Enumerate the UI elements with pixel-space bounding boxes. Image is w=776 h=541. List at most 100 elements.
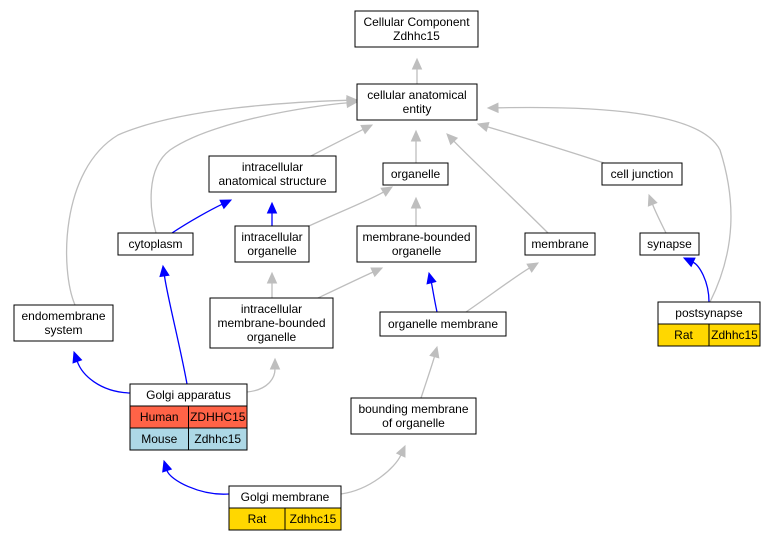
arrowhead <box>395 444 406 458</box>
node-label-line: intracellular <box>241 230 302 244</box>
arrowhead <box>410 129 422 142</box>
node-cell-junction[interactable]: cell junction <box>601 162 683 186</box>
node-label-line: Cellular Component <box>363 15 470 29</box>
node-box <box>356 225 477 263</box>
species-label: Mouse <box>141 432 177 446</box>
node-label-line: membrane-bounded <box>362 230 470 244</box>
edge-line <box>340 454 402 495</box>
edge-organelle-membrane-to-membrane-bounded-organelle <box>426 271 438 313</box>
node-label-line: postsynapse <box>675 306 743 320</box>
edge-intracellular-organelle-to-organelle <box>308 186 394 227</box>
edge-line <box>308 191 384 227</box>
node-label-line: organelle <box>392 244 442 258</box>
edge-intracellular-membrane-bounded-organelle-to-intracellular-organelle <box>266 271 278 298</box>
edge-synapse-to-cell-junction <box>647 193 667 234</box>
node-box <box>356 83 478 121</box>
edge-line <box>497 106 732 303</box>
edge-golgi-apparatus-to-endomembrane-system <box>72 350 131 394</box>
node-label-line: system <box>44 323 82 337</box>
edge-line <box>487 126 605 164</box>
edge-organelle-membrane-to-membrane <box>465 262 540 313</box>
edge-membrane-to-cellular-anatomical-entity <box>446 133 549 234</box>
node-box <box>354 10 479 48</box>
gene-label: Zdhhc15 <box>290 512 337 526</box>
node-box <box>13 304 114 342</box>
edge-golgi-membrane-to-golgi-apparatus <box>162 459 230 495</box>
edge-endomembrane-system-to-cellular-anatomical-entity <box>65 95 359 306</box>
edge-line <box>246 368 276 393</box>
node-label-line: entity <box>403 102 432 116</box>
arrowhead <box>411 57 423 70</box>
edge-intracellular-membrane-bounded-organelle-to-membrane-bounded-organelle <box>317 267 384 299</box>
node-label-line: organelle membrane <box>388 317 498 331</box>
node-box <box>524 232 596 256</box>
node-box <box>208 155 337 193</box>
node-organelle-membrane[interactable]: organelle membrane <box>379 311 507 337</box>
arrowhead <box>346 95 359 106</box>
edge-cell-junction-to-cellular-anatomical-entity <box>476 121 605 164</box>
node-box <box>117 232 194 256</box>
node-box <box>601 162 683 186</box>
node-label-line: intracellular <box>242 160 303 174</box>
node-label-line: organelle <box>391 167 441 181</box>
edge-intracellular-organelle-to-intracellular-anatomical-structure <box>266 201 278 226</box>
edge-membrane-bounded-organelle-to-organelle <box>410 196 422 227</box>
node-label-line: anatomical structure <box>218 174 326 188</box>
arrowhead <box>72 350 83 364</box>
species-label: Rat <box>248 512 267 526</box>
node-label-line: membrane <box>531 237 589 251</box>
arrowhead <box>266 271 278 284</box>
edge-line <box>310 128 364 157</box>
node-synapse[interactable]: synapse <box>639 232 700 256</box>
node-cytoplasm[interactable]: cytoplasm <box>117 232 194 256</box>
edge-line <box>171 203 223 234</box>
gene-label: Zdhhc15 <box>711 328 758 342</box>
arrowhead <box>647 193 658 207</box>
node-organelle[interactable]: organelle <box>382 162 449 186</box>
arrowhead <box>426 271 437 285</box>
edge-line <box>651 204 667 234</box>
edge-golgi-apparatus-to-cytoplasm <box>159 264 188 385</box>
node-box <box>209 297 334 349</box>
arrowhead <box>476 121 490 133</box>
node-label-line: Golgi membrane <box>241 490 330 504</box>
node-label-line: cellular anatomical <box>367 88 466 102</box>
node-label-line: Golgi apparatus <box>146 388 231 402</box>
edge-line <box>692 261 710 303</box>
node-label-line: organelle <box>247 244 297 258</box>
edge-postsynapse-to-synapse <box>682 257 710 303</box>
node-label-line: intracellular <box>241 302 302 316</box>
node-box <box>379 311 507 337</box>
node-label-line: of organelle <box>382 416 445 430</box>
edge-line <box>163 275 188 385</box>
arrowhead <box>162 459 173 473</box>
node-label-line: membrane-bounded <box>217 316 325 330</box>
gene-cell <box>188 427 248 451</box>
node-box <box>382 162 449 186</box>
arrowhead <box>360 124 374 135</box>
edge-line <box>166 470 230 495</box>
edge-organelle-to-cellular-anatomical-entity <box>410 129 422 164</box>
edge-golgi-apparatus-to-intracellular-membrane-bounded-organelle <box>246 357 281 393</box>
node-membrane[interactable]: membrane <box>524 232 596 256</box>
edge-cellular-anatomical-entity-to-cellular-component <box>411 57 423 85</box>
arrowhead <box>159 264 170 278</box>
edge-line <box>76 361 131 394</box>
node-label-line: organelle <box>247 330 297 344</box>
arrowhead <box>429 345 440 359</box>
